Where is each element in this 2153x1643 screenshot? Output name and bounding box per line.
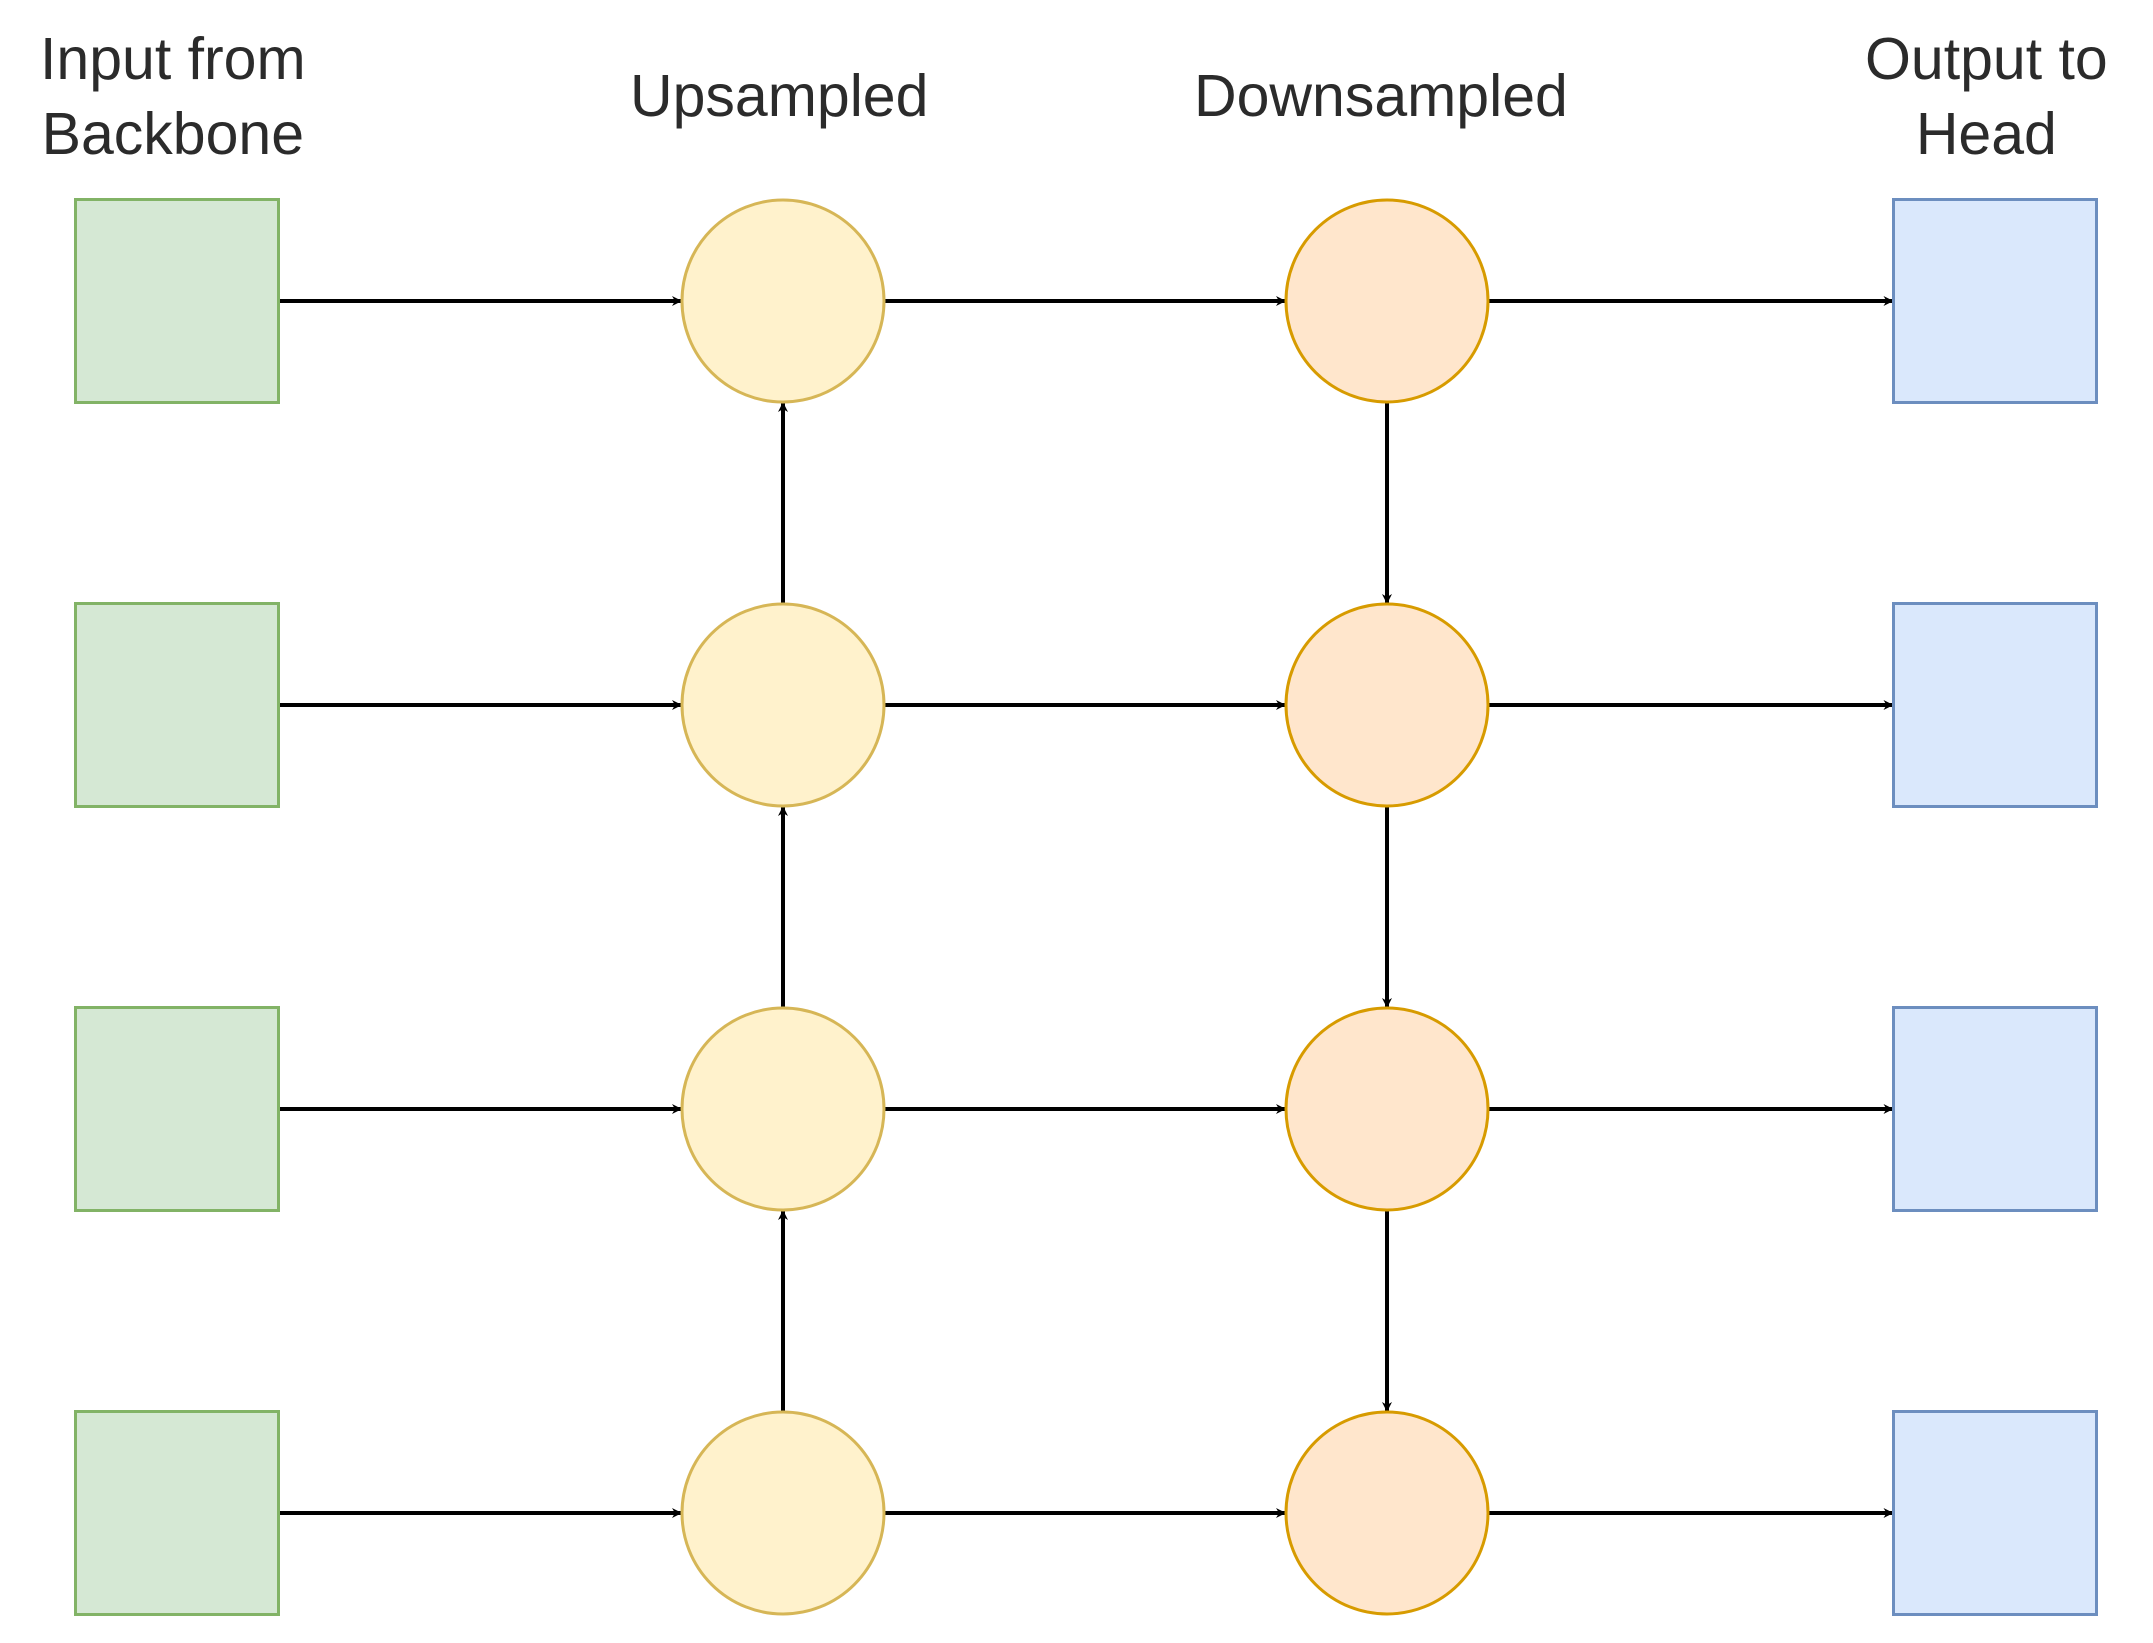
input-node-row-4 [74, 1410, 280, 1616]
output-label-line1: Output to [1865, 26, 2108, 92]
downsampled-node-row-1 [1284, 198, 1490, 404]
upsampled-node-row-3 [680, 1006, 886, 1212]
downsampled-node-row-2 [1284, 602, 1490, 808]
upsampled-node-row-1 [680, 198, 886, 404]
output-node-row-1 [1892, 198, 2098, 404]
input-node-row-3 [74, 1006, 280, 1212]
output-node-row-3 [1892, 1006, 2098, 1212]
output-label-line2: Head [1915, 101, 2057, 167]
input-node-row-1 [74, 198, 280, 404]
output-node-row-4 [1892, 1410, 2098, 1616]
input-label-line1: Input from [40, 26, 306, 92]
downsampled-node-row-4 [1284, 1410, 1490, 1616]
input-label-line2: Backbone [41, 101, 305, 167]
downsampled-node-row-3 [1284, 1006, 1490, 1212]
upsampled-node-row-2 [680, 602, 886, 808]
edges-layer [278, 296, 1894, 1518]
nodes-layer [74, 198, 2098, 1616]
upsampled-node-row-4 [680, 1410, 886, 1616]
input-column-label: Input from Backbone [40, 22, 306, 172]
upsampled-column-label: Upsampled [630, 63, 929, 129]
input-node-row-2 [74, 602, 280, 808]
downsampled-column-label: Downsampled [1194, 63, 1568, 129]
output-node-row-2 [1892, 602, 2098, 808]
output-column-label: Output to Head [1865, 22, 2108, 172]
